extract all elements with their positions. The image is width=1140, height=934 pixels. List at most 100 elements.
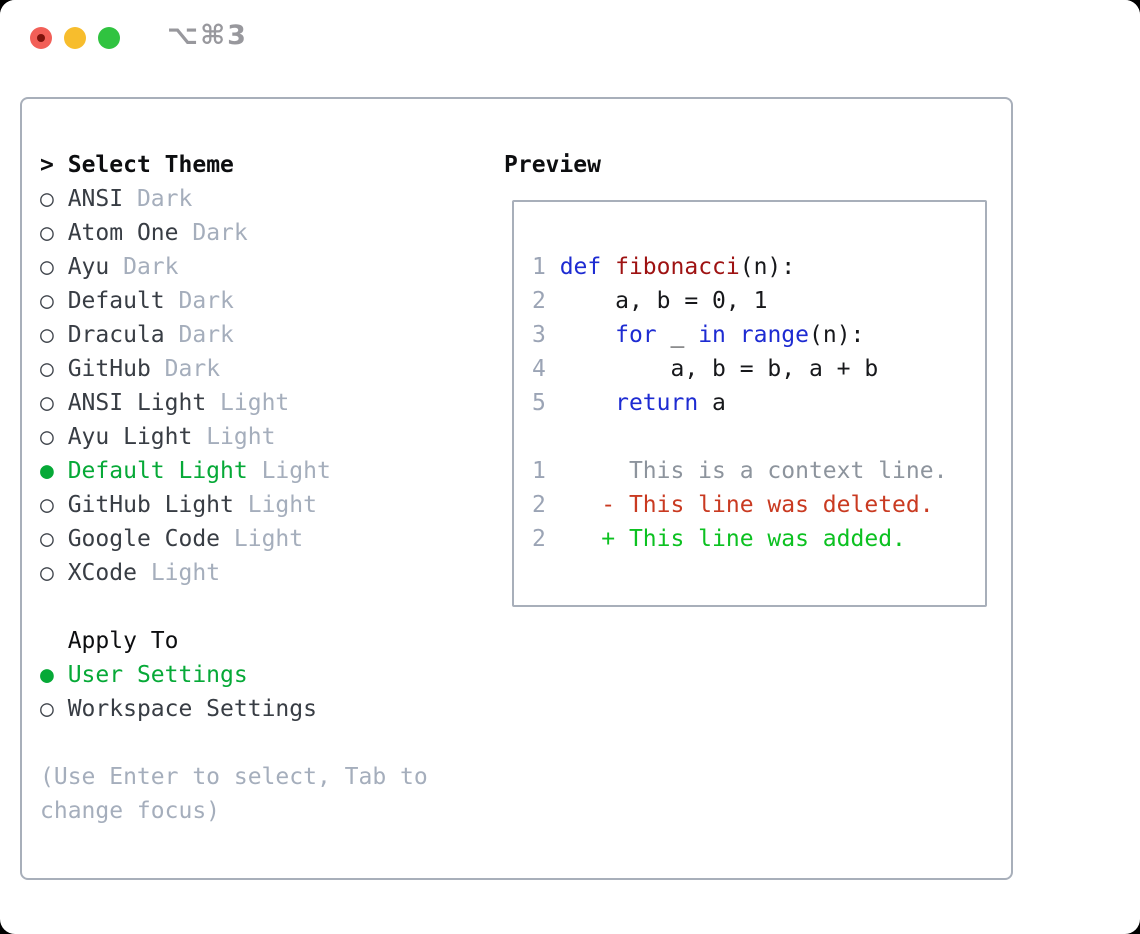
radio-selected-icon: ●: [40, 662, 68, 688]
help-text-line-1: (Use Enter to select, Tab to: [40, 764, 428, 790]
main-panel: > Select Theme ○ ANSI Dark○ Atom One Dar…: [20, 97, 1013, 880]
theme-option-ansi-light[interactable]: ○ ANSI Light Light: [40, 386, 504, 420]
variant-tag: Dark: [164, 356, 221, 382]
line-number: 2: [532, 288, 560, 314]
preview-line: 2 a, b = 0, 1: [532, 284, 985, 318]
theme-option-default[interactable]: ○ Default Dark: [40, 284, 504, 318]
variant-tag: Dark: [136, 186, 193, 212]
preview-line: 2 + This line was added.: [532, 522, 985, 556]
theme-option-ansi[interactable]: ○ ANSI Dark: [40, 182, 504, 216]
focus-caret-icon: >: [40, 152, 54, 178]
code-segment-kw: return: [615, 390, 699, 416]
radio-icon: ○: [40, 526, 68, 552]
variant-tag: Light: [150, 560, 221, 586]
help-text-line-2: change focus): [40, 798, 221, 824]
preview-line: 2 - This line was deleted.: [532, 488, 985, 522]
radio-icon: ○: [40, 696, 68, 722]
option-label: Default: [67, 288, 165, 314]
theme-option-default-light[interactable]: ● Default Light Light: [40, 454, 504, 488]
spacer-row: [40, 726, 504, 760]
code-segment-pl: a, b = b, a + b: [559, 356, 879, 382]
theme-option-github-light[interactable]: ○ GitHub Light Light: [40, 488, 504, 522]
select-theme-heading-text: Select Theme: [67, 152, 234, 178]
variant-tag: Light: [220, 390, 290, 416]
code-segment-pl: (n):: [739, 254, 796, 280]
code-segment-pl: a: [698, 390, 726, 416]
zoom-button[interactable]: [98, 27, 120, 49]
line-number: 2: [532, 492, 560, 518]
preview-line: 1 def fibonacci(n):: [532, 250, 985, 284]
variant-tag: Dark: [123, 254, 179, 280]
variant-tag: Dark: [192, 220, 248, 246]
code-segment-pl: a, b = 0, 1: [559, 288, 768, 314]
minimize-button[interactable]: [64, 27, 86, 49]
apply-option-user-settings[interactable]: ● User Settings: [40, 658, 504, 692]
radio-icon: ○: [40, 390, 68, 416]
theme-option-ayu-light[interactable]: ○ Ayu Light Light: [40, 420, 504, 454]
radio-icon: ○: [40, 424, 68, 450]
preview-line: 3 for _ in range(n):: [532, 318, 985, 352]
variant-tag: Light: [247, 492, 317, 518]
spacer: [40, 628, 68, 654]
radio-icon: ○: [40, 356, 68, 382]
code-segment-ctx: This is a context line.: [559, 458, 948, 484]
variant-tag: Dark: [178, 322, 234, 348]
close-button[interactable]: [30, 27, 52, 49]
code-segment-del: - This line was deleted.: [559, 492, 934, 518]
radio-icon: ○: [40, 288, 68, 314]
code-segment-kw: def: [559, 254, 602, 280]
preview-blank-line: [532, 420, 985, 454]
theme-option-github[interactable]: ○ GitHub Dark: [40, 352, 504, 386]
spacer-row: [40, 590, 504, 624]
window-title: ⌥⌘3: [167, 20, 248, 51]
line-number: 1: [532, 254, 560, 280]
option-label: XCode: [67, 560, 137, 586]
modified-dot-icon: [37, 34, 45, 42]
line-number: 1: [532, 458, 560, 484]
radio-icon: ○: [40, 322, 68, 348]
apply-option-workspace-settings[interactable]: ○ Workspace Settings: [40, 692, 504, 726]
option-label: Ayu Light: [67, 424, 193, 450]
option-label: GitHub: [67, 356, 151, 382]
title-bar[interactable]: ⌥⌘3: [0, 0, 1140, 97]
option-label: ANSI Light: [67, 390, 207, 416]
code-segment-pl: (n):: [809, 322, 865, 348]
preview-line: 1 This is a context line.: [532, 454, 985, 488]
variant-tag: Light: [233, 526, 304, 552]
spacer: [54, 152, 68, 178]
preview-column: Preview 1 def fibonacci(n):2 a, b = 0, 1…: [504, 148, 987, 878]
apply-to-options: ● User Settings○ Workspace Settings: [40, 658, 504, 726]
option-label: Workspace Settings: [67, 696, 317, 722]
option-label: Google Code: [67, 526, 221, 552]
option-label: GitHub Light: [67, 492, 234, 518]
line-number: 4: [532, 356, 560, 382]
code-segment-pl: [726, 322, 740, 348]
code-segment-pl: _: [656, 322, 699, 348]
option-label: Ayu: [67, 254, 110, 280]
radio-icon: ○: [40, 186, 68, 212]
theme-option-dracula[interactable]: ○ Dracula Dark: [40, 318, 504, 352]
theme-option-xcode[interactable]: ○ XCode Light: [40, 556, 504, 590]
option-label: Default Light: [67, 458, 248, 484]
code-segment-kw: range: [739, 322, 809, 348]
variant-tag: Light: [261, 458, 331, 484]
theme-option-ayu[interactable]: ○ Ayu Dark: [40, 250, 504, 284]
radio-icon: ○: [40, 492, 68, 518]
line-number: 3: [532, 322, 560, 348]
option-label: ANSI: [67, 186, 124, 212]
theme-selector-column: > Select Theme ○ ANSI Dark○ Atom One Dar…: [40, 148, 504, 878]
line-number: [532, 424, 560, 450]
variant-tag: Dark: [178, 288, 234, 314]
theme-option-google-code[interactable]: ○ Google Code Light: [40, 522, 504, 556]
code-segment-kw: for: [615, 322, 657, 348]
option-label: Atom One: [67, 220, 179, 246]
option-label: User Settings: [67, 662, 248, 688]
apply-to-heading-text: Apply To: [67, 628, 179, 654]
radio-selected-icon: ●: [40, 458, 68, 484]
theme-option-atom-one[interactable]: ○ Atom One Dark: [40, 216, 504, 250]
code-segment-fn: fibonacci: [615, 254, 740, 280]
preview-line: 4 a, b = b, a + b: [532, 352, 985, 386]
